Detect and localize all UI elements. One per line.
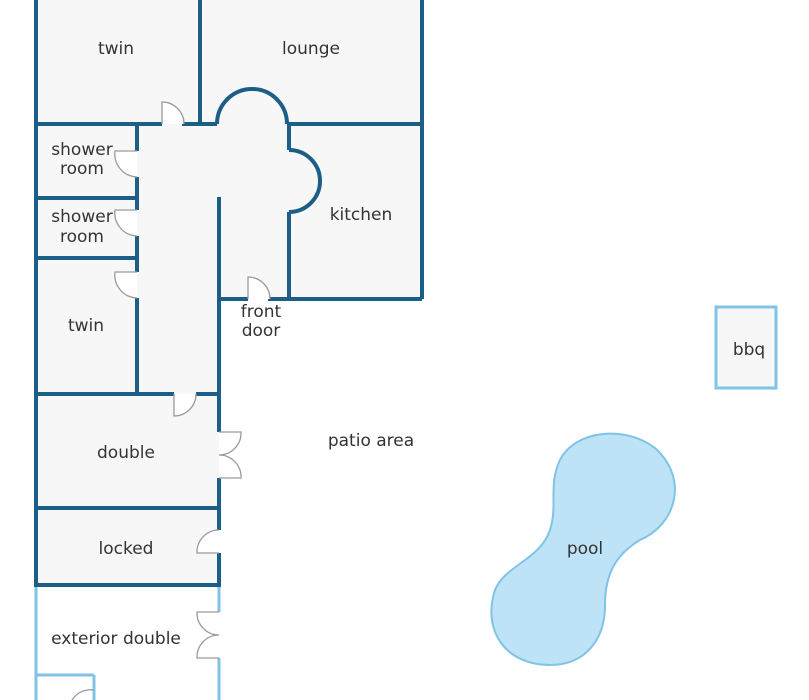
label-double: double — [97, 443, 155, 463]
label-twin-top: twin — [98, 39, 134, 59]
door-double-right-b[interactable] — [218, 454, 242, 479]
interior-walls — [34, 0, 424, 587]
label-locked: locked — [99, 539, 154, 559]
label-twin-mid: twin — [68, 316, 104, 336]
door-exterior-a[interactable] — [196, 611, 220, 636]
label-shower-1-line2: room — [60, 159, 104, 179]
doors[interactable] — [71, 101, 271, 700]
label-front-door-line1: front — [241, 302, 282, 322]
pool-shape — [490, 432, 676, 667]
wall-hall-bay — [215, 87, 289, 125]
room-bbq — [716, 307, 776, 388]
room-fills — [36, 0, 776, 585]
room-double — [36, 394, 219, 508]
door-hall-top[interactable] — [161, 101, 185, 125]
label-kitchen: kitchen — [330, 205, 393, 225]
labels: twin lounge shower room shower room kitc… — [51, 39, 765, 649]
label-shower-2-line1: shower — [51, 207, 112, 227]
label-exterior-double: exterior double — [51, 629, 181, 649]
door-bottom-left[interactable] — [71, 689, 95, 700]
room-twin-top — [36, 0, 200, 124]
hallway-lower — [137, 299, 219, 394]
door-front[interactable] — [247, 276, 271, 300]
label-patio: patio area — [328, 431, 414, 451]
bbq-outline — [714, 305, 778, 390]
hall-bay — [217, 89, 287, 124]
label-lounge: lounge — [282, 39, 340, 59]
door-double-top[interactable] — [173, 393, 197, 417]
hallway — [137, 124, 289, 299]
door-double-right-a[interactable] — [218, 431, 242, 456]
door-exterior-b[interactable] — [196, 634, 220, 659]
label-shower-1-line1: shower — [51, 140, 112, 160]
door-locked-swing[interactable] — [196, 529, 220, 554]
room-kitchen — [289, 124, 422, 299]
exterior-walls — [34, 305, 778, 700]
door-twin-mid[interactable] — [114, 271, 138, 299]
label-bbq: bbq — [733, 340, 765, 360]
wall-kitchen-bump — [288, 148, 322, 214]
door-shower-1[interactable] — [114, 150, 138, 178]
room-locked — [36, 508, 219, 585]
label-front-door-line2: door — [242, 321, 281, 341]
door-shower-2[interactable] — [114, 209, 138, 237]
label-shower-2-line2: room — [60, 227, 104, 247]
label-pool: pool — [567, 539, 603, 559]
